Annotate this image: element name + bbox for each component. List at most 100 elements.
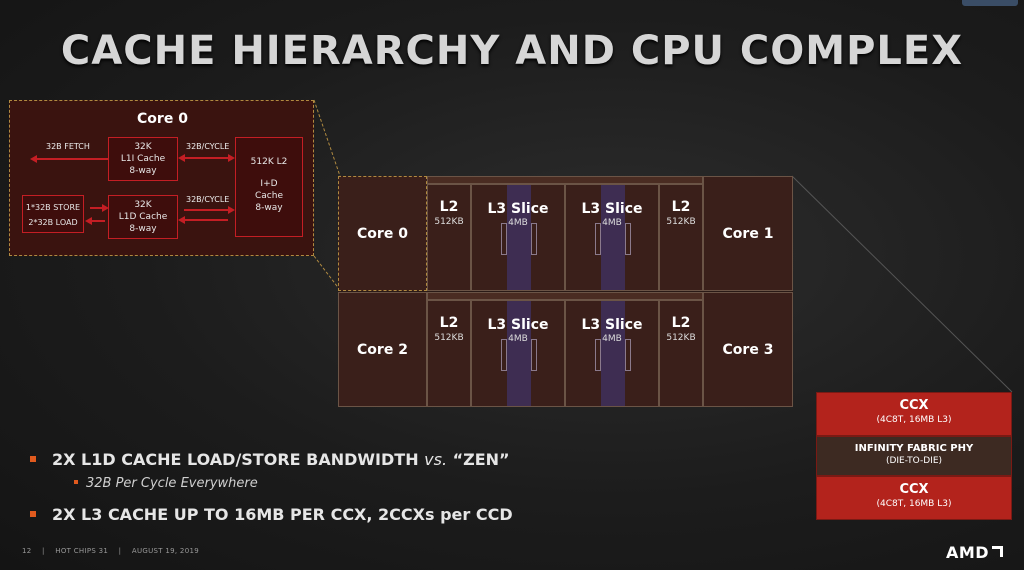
top-strip [427,176,703,184]
footer-page: 12 [22,547,32,555]
l3-slice-top-right: L3 Slice 4MB [565,184,659,291]
l1i-l2-arrowhead-left [178,154,185,162]
bullet-l1d-bandwidth: 2X L1D CACHE LOAD/STORE BANDWIDTH vs. “Z… [30,450,510,469]
l2-block-core2: L2 512KB [427,300,471,407]
l1i-l2-arrowhead [228,154,235,162]
l1d-l2-arrowhead-2 [178,216,185,224]
l2-assoc: 8-way [255,203,283,213]
l2-label-core1: L2 [671,199,691,215]
l3-size: 4MB [508,218,528,228]
phy-name: INFINITY FABRIC PHY [854,443,974,454]
l3-stripe [601,185,625,290]
ccx-core-1: Core 1 [703,176,793,291]
ccx-block-top: CCX (4C8T, 16MB L3) [816,392,1012,436]
l3-size: 4MB [602,218,622,228]
l1i-assoc: 8-way [129,166,157,176]
l1d-l2-arrow-line-2 [184,219,228,221]
l2-size-core0: 512KB [434,217,464,227]
store-label: 1*32B STORE [25,203,81,212]
l2-type: I+D [260,179,278,189]
bullet-1-vs: vs. [424,450,448,469]
bullet-marker [30,455,36,462]
l1i-name: L1I Cache [120,154,166,164]
l1i-size: 32K [134,142,152,152]
ccx-core-2: Core 2 [338,292,427,407]
amd-arrow-icon [992,546,1004,557]
l2-size-core2: 512KB [434,333,464,343]
l3-label: L3 Slice [487,317,549,333]
l2-size-core1: 512KB [666,217,696,227]
l1d-assoc: 8-way [129,224,157,234]
l3-stripe [507,301,531,406]
l2-size: 512K L2 [250,157,288,167]
l1d-l2-bandwidth-label: 32B/CYCLE [186,195,230,204]
l3-notch [531,339,537,371]
l2-block-core0: L2 512KB [427,184,471,291]
fetch-arrow-line [36,158,108,160]
l2-block-core1: L2 512KB [659,184,703,291]
l2-size-core3: 512KB [666,333,696,343]
l1d-size: 32K [134,200,152,210]
l3-stripe [601,301,625,406]
slide-title: CACHE HIERARCHY AND CPU COMPLEX [60,28,964,74]
footer-event: HOT CHIPS 31 [55,547,109,555]
ccx-top-detail: (4C8T, 16MB L3) [876,415,952,425]
store-load-box: 1*32B STORE 2*32B LOAD [22,195,84,233]
footer: 12 | HOT CHIPS 31 | AUGUST 19, 2019 [22,547,199,555]
l1d-name: L1D Cache [118,212,168,222]
l3-label: L3 Slice [581,317,643,333]
l1d-cache-box: 32K L1D Cache 8-way [108,195,178,239]
l2-label-core0: L2 [439,199,459,215]
phy-detail: (DIE-TO-DIE) [885,456,943,466]
middle-strip [427,292,703,300]
sub-bullet-marker [74,479,78,484]
ccd-stack: CCX (4C8T, 16MB L3) INFINITY FABRIC PHY … [816,392,1012,520]
bullet-2-text: 2X L3 CACHE UP TO 16MB PER CCX, 2CCXs pe… [52,505,513,524]
l2-block-core3: L2 512KB [659,300,703,407]
l3-slice-bottom-right: L3 Slice 4MB [565,300,659,407]
ccx-bottom-detail: (4C8T, 16MB L3) [876,499,952,509]
ccx-diagram: Core 0 Core 1 Core 2 Core 3 L2 512KB L2 … [338,176,793,407]
l1i-cache-box: 32K L1I Cache 8-way [108,137,178,181]
amd-logo: AMD [946,543,1004,562]
ccx-top-name: CCX [899,398,929,413]
l3-label: L3 Slice [581,201,643,217]
load-arrow-line [91,220,105,222]
l3-notch [531,223,537,255]
bullet-l3-cache: 2X L3 CACHE UP TO 16MB PER CCX, 2CCXs pe… [30,505,513,524]
l3-notch [501,223,507,255]
l3-slice-top-left: L3 Slice 4MB [471,184,565,291]
l3-notch [501,339,507,371]
l3-notch [595,339,601,371]
l1i-l2-arrow-line [184,157,228,159]
sub-bullet-32b: 32B Per Cycle Everywhere [74,476,258,491]
load-label: 2*32B LOAD [28,218,78,227]
ccx-bottom-name: CCX [899,482,929,497]
l2-name: Cache [255,191,283,201]
corner-tab [962,0,1018,6]
l3-notch [625,223,631,255]
l1i-l2-bandwidth-label: 32B/CYCLE [186,142,230,151]
l3-notch [625,339,631,371]
load-arrowhead [85,217,92,225]
l2-label-core3: L2 [671,315,691,331]
l3-size: 4MB [508,334,528,344]
l3-slice-bottom-left: L3 Slice 4MB [471,300,565,407]
infinity-fabric-phy-block: INFINITY FABRIC PHY (DIE-TO-DIE) [816,436,1012,476]
bullet-marker [30,510,36,517]
bullet-1-end: “ZEN” [447,450,510,469]
l3-label: L3 Slice [487,201,549,217]
fetch-label: 32B FETCH [46,142,90,151]
core0-detail-panel: Core 0 32K L1I Cache 8-way 32K L1D Cache… [9,100,314,256]
l3-notch [595,223,601,255]
l3-size: 4MB [602,334,622,344]
footer-date: AUGUST 19, 2019 [131,547,199,555]
store-arrowhead [102,204,109,212]
sub-bullet-text: 32B Per Cycle Everywhere [86,476,258,491]
ccx-block-bottom: CCX (4C8T, 16MB L3) [816,476,1012,520]
l1d-l2-arrowhead-1 [228,206,235,214]
l2-cache-box: 512K L2 I+D Cache 8-way [235,137,303,237]
ccx-core-0: Core 0 [338,176,427,291]
core0-detail-title: Core 0 [137,111,188,127]
l1d-l2-arrow-line-1 [184,209,228,211]
